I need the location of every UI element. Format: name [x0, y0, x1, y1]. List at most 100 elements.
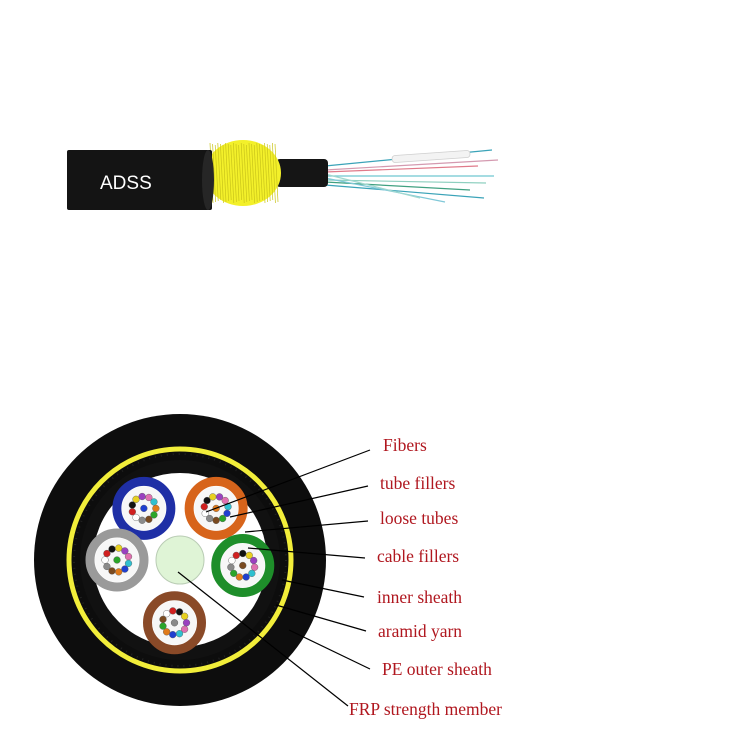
fiber: [128, 508, 136, 516]
yarn-strand: [264, 142, 268, 203]
fiber: [132, 495, 140, 503]
leader-pe-outer-sheath: [288, 629, 371, 670]
fiber: [140, 504, 148, 512]
loose-tube: [211, 533, 275, 597]
jacket-end-photo: [202, 150, 214, 210]
fiber: [230, 569, 238, 577]
yarn-strand: [251, 143, 255, 204]
leader-loose-tubes: [244, 520, 369, 533]
yarn-strand: [230, 144, 235, 204]
fiber: [124, 553, 133, 561]
yarn-strand: [238, 144, 242, 201]
fiber: [101, 556, 109, 564]
leader-fibers: [205, 449, 371, 513]
loose-tubes: [85, 476, 275, 655]
fiber: [200, 503, 208, 511]
cable-label: ADSS: [100, 173, 152, 194]
yarn-strand: [256, 142, 261, 202]
fiber: [182, 619, 191, 627]
label-inner-sheath: inner sheath: [377, 587, 462, 607]
yarn-strand: [222, 144, 227, 203]
yarn-strand: [233, 142, 237, 203]
fiber: [250, 556, 258, 565]
yarn-strand: [274, 143, 279, 203]
fiber: [138, 516, 146, 524]
fiber: [169, 607, 177, 615]
fiber: [124, 559, 133, 567]
fiber: [159, 615, 167, 623]
fiber: [145, 515, 153, 523]
fiber: [180, 625, 189, 633]
fiber: [163, 628, 171, 636]
fiber: [212, 516, 220, 524]
yarn-strand: [266, 143, 271, 202]
fiber: [232, 551, 240, 559]
label-frp-strength-member: FRP strength member: [349, 699, 502, 719]
label-aramid-yarn: aramid yarn: [378, 621, 462, 641]
fiber: [227, 563, 235, 571]
fiber: [235, 573, 243, 581]
fiber: [169, 631, 177, 639]
leader-inner-sheath: [281, 579, 365, 598]
label-pe-outer-sheath: PE outer sheath: [382, 659, 492, 679]
outer-jacket-photo: [67, 150, 212, 210]
yarn-strand: [261, 144, 266, 204]
fiber: [239, 549, 247, 558]
yarn-strand: [240, 142, 245, 204]
yarn-strand: [214, 144, 219, 202]
aramid-yarn-ring: [66, 446, 294, 674]
cross-section: [34, 414, 326, 706]
labels: Fibers tube fillers loose tubes cable fi…: [349, 435, 502, 719]
fiber: [159, 622, 167, 630]
label-tube-fillers: tube fillers: [380, 473, 456, 493]
fiber: [215, 493, 224, 501]
yarn-strand: [217, 142, 222, 201]
fiber: [251, 563, 259, 571]
fiber: [245, 551, 253, 560]
fiber: [128, 501, 136, 509]
fiber: [138, 492, 146, 501]
yarn-strand: [259, 143, 263, 201]
fiber: [221, 496, 229, 505]
fiber: [223, 509, 231, 517]
aramid-yarn-dots: [73, 453, 287, 667]
fiber: [103, 549, 111, 558]
yarn-strand: [253, 144, 258, 203]
fiber: [150, 498, 158, 506]
label-loose-tubes: loose tubes: [380, 508, 458, 528]
fiber: [203, 496, 211, 505]
fiber: [121, 547, 129, 555]
label-fibers: Fibers: [383, 435, 427, 455]
loose-tube: [85, 528, 149, 592]
yarn-strand: [227, 143, 232, 201]
fiber: [108, 545, 116, 553]
inner-tube-photo: [276, 159, 328, 187]
leader-cable-fillers: [247, 547, 366, 559]
fiber: [239, 561, 247, 570]
yarn-strand: [212, 143, 216, 203]
fiber: [175, 630, 184, 638]
fiber: [209, 493, 217, 501]
fiber: [175, 608, 184, 616]
yarn-strand: [243, 143, 248, 203]
fiber: [115, 544, 123, 552]
fiber: [103, 562, 111, 571]
leader-frp-strength-member: [177, 571, 349, 707]
exposed-fibers: [324, 149, 499, 203]
fiber: [152, 504, 160, 512]
yarn-strand: [220, 143, 224, 204]
leader-aramid-yarn: [275, 604, 367, 632]
fiber: [121, 565, 129, 573]
fiber: [145, 493, 153, 502]
loose-tube: [112, 476, 176, 540]
aramid-yarn-photo: [205, 140, 281, 206]
leader-tube-fillers: [229, 485, 369, 518]
fiber: [132, 513, 140, 522]
yarn-strand: [272, 142, 276, 204]
fiber: [150, 511, 158, 519]
fiber: [170, 619, 179, 627]
cable-photo: ADSS: [67, 140, 499, 210]
leader-lines: [177, 449, 371, 707]
fiber: [113, 556, 121, 564]
